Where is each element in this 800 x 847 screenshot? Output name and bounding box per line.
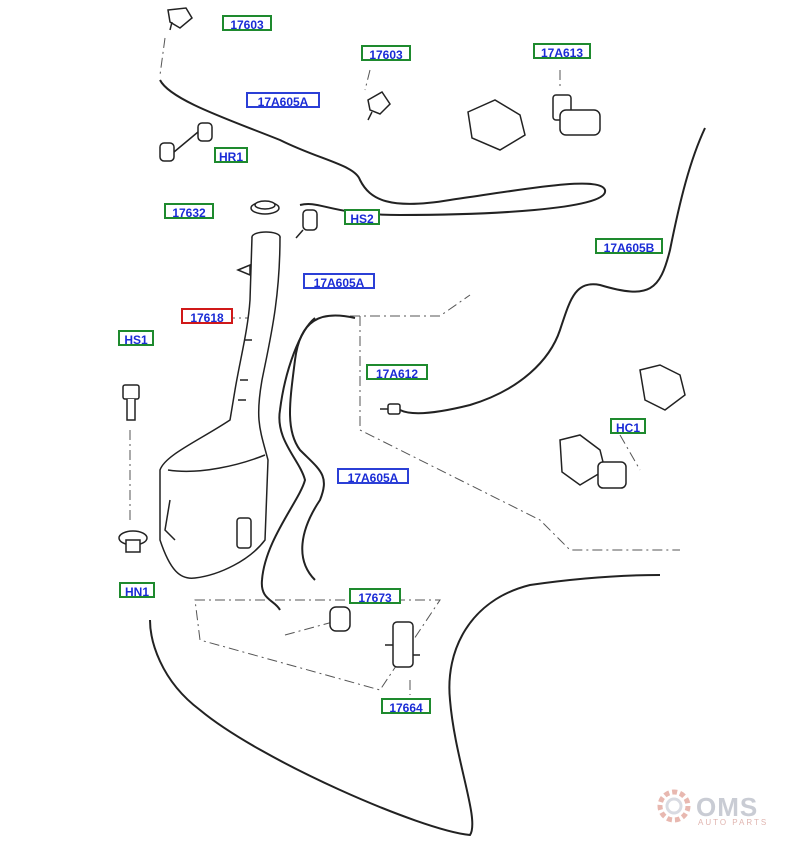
label-hs2: HS2 xyxy=(344,209,380,226)
clip-hc1-icon xyxy=(559,364,686,489)
label-hn1: HN1 xyxy=(119,582,155,599)
grommet-hs2-icon xyxy=(295,209,318,239)
watermark-sub: AUTO PARTS xyxy=(698,818,769,827)
label-17a605b: 17A605B xyxy=(595,238,663,255)
label-17632: 17632 xyxy=(164,203,214,220)
watermark-brand: OMS xyxy=(696,792,759,822)
label-hc1: HC1 xyxy=(610,418,646,435)
clip-17a613-icon xyxy=(467,94,601,151)
label-17a613: 17A613 xyxy=(533,43,591,60)
label-17664: 17664 xyxy=(381,698,431,715)
washer-reservoir-icon xyxy=(159,231,281,579)
filler-cap-icon xyxy=(250,200,280,215)
clip-hr1-icon xyxy=(159,122,213,162)
label-17673: 17673 xyxy=(349,588,401,605)
nut-hn1-icon xyxy=(118,530,148,553)
label-17a605a-mid: 17A605A xyxy=(303,273,375,290)
label-17a612: 17A612 xyxy=(366,364,428,381)
nozzle-top-icon xyxy=(167,7,193,31)
grommet-17673-icon xyxy=(329,606,351,632)
nozzle-mid-icon xyxy=(367,91,391,121)
label-17a605a-low: 17A605A xyxy=(337,468,409,485)
hoses xyxy=(149,79,706,837)
washer-pump-icon xyxy=(385,621,420,668)
label-hr1: HR1 xyxy=(214,147,248,164)
label-17618: 17618 xyxy=(181,308,233,325)
label-17603-mid: 17603 xyxy=(361,45,411,62)
label-hs1: HS1 xyxy=(118,330,154,347)
connector-17a612-icon xyxy=(380,403,401,415)
oms-watermark-logo: OMS AUTO PARTS xyxy=(652,782,788,830)
label-17603-top: 17603 xyxy=(222,15,272,32)
gear-icon xyxy=(657,789,691,823)
label-17a605a-top: 17A605A xyxy=(246,92,320,109)
screw-hs1-icon xyxy=(122,384,140,421)
